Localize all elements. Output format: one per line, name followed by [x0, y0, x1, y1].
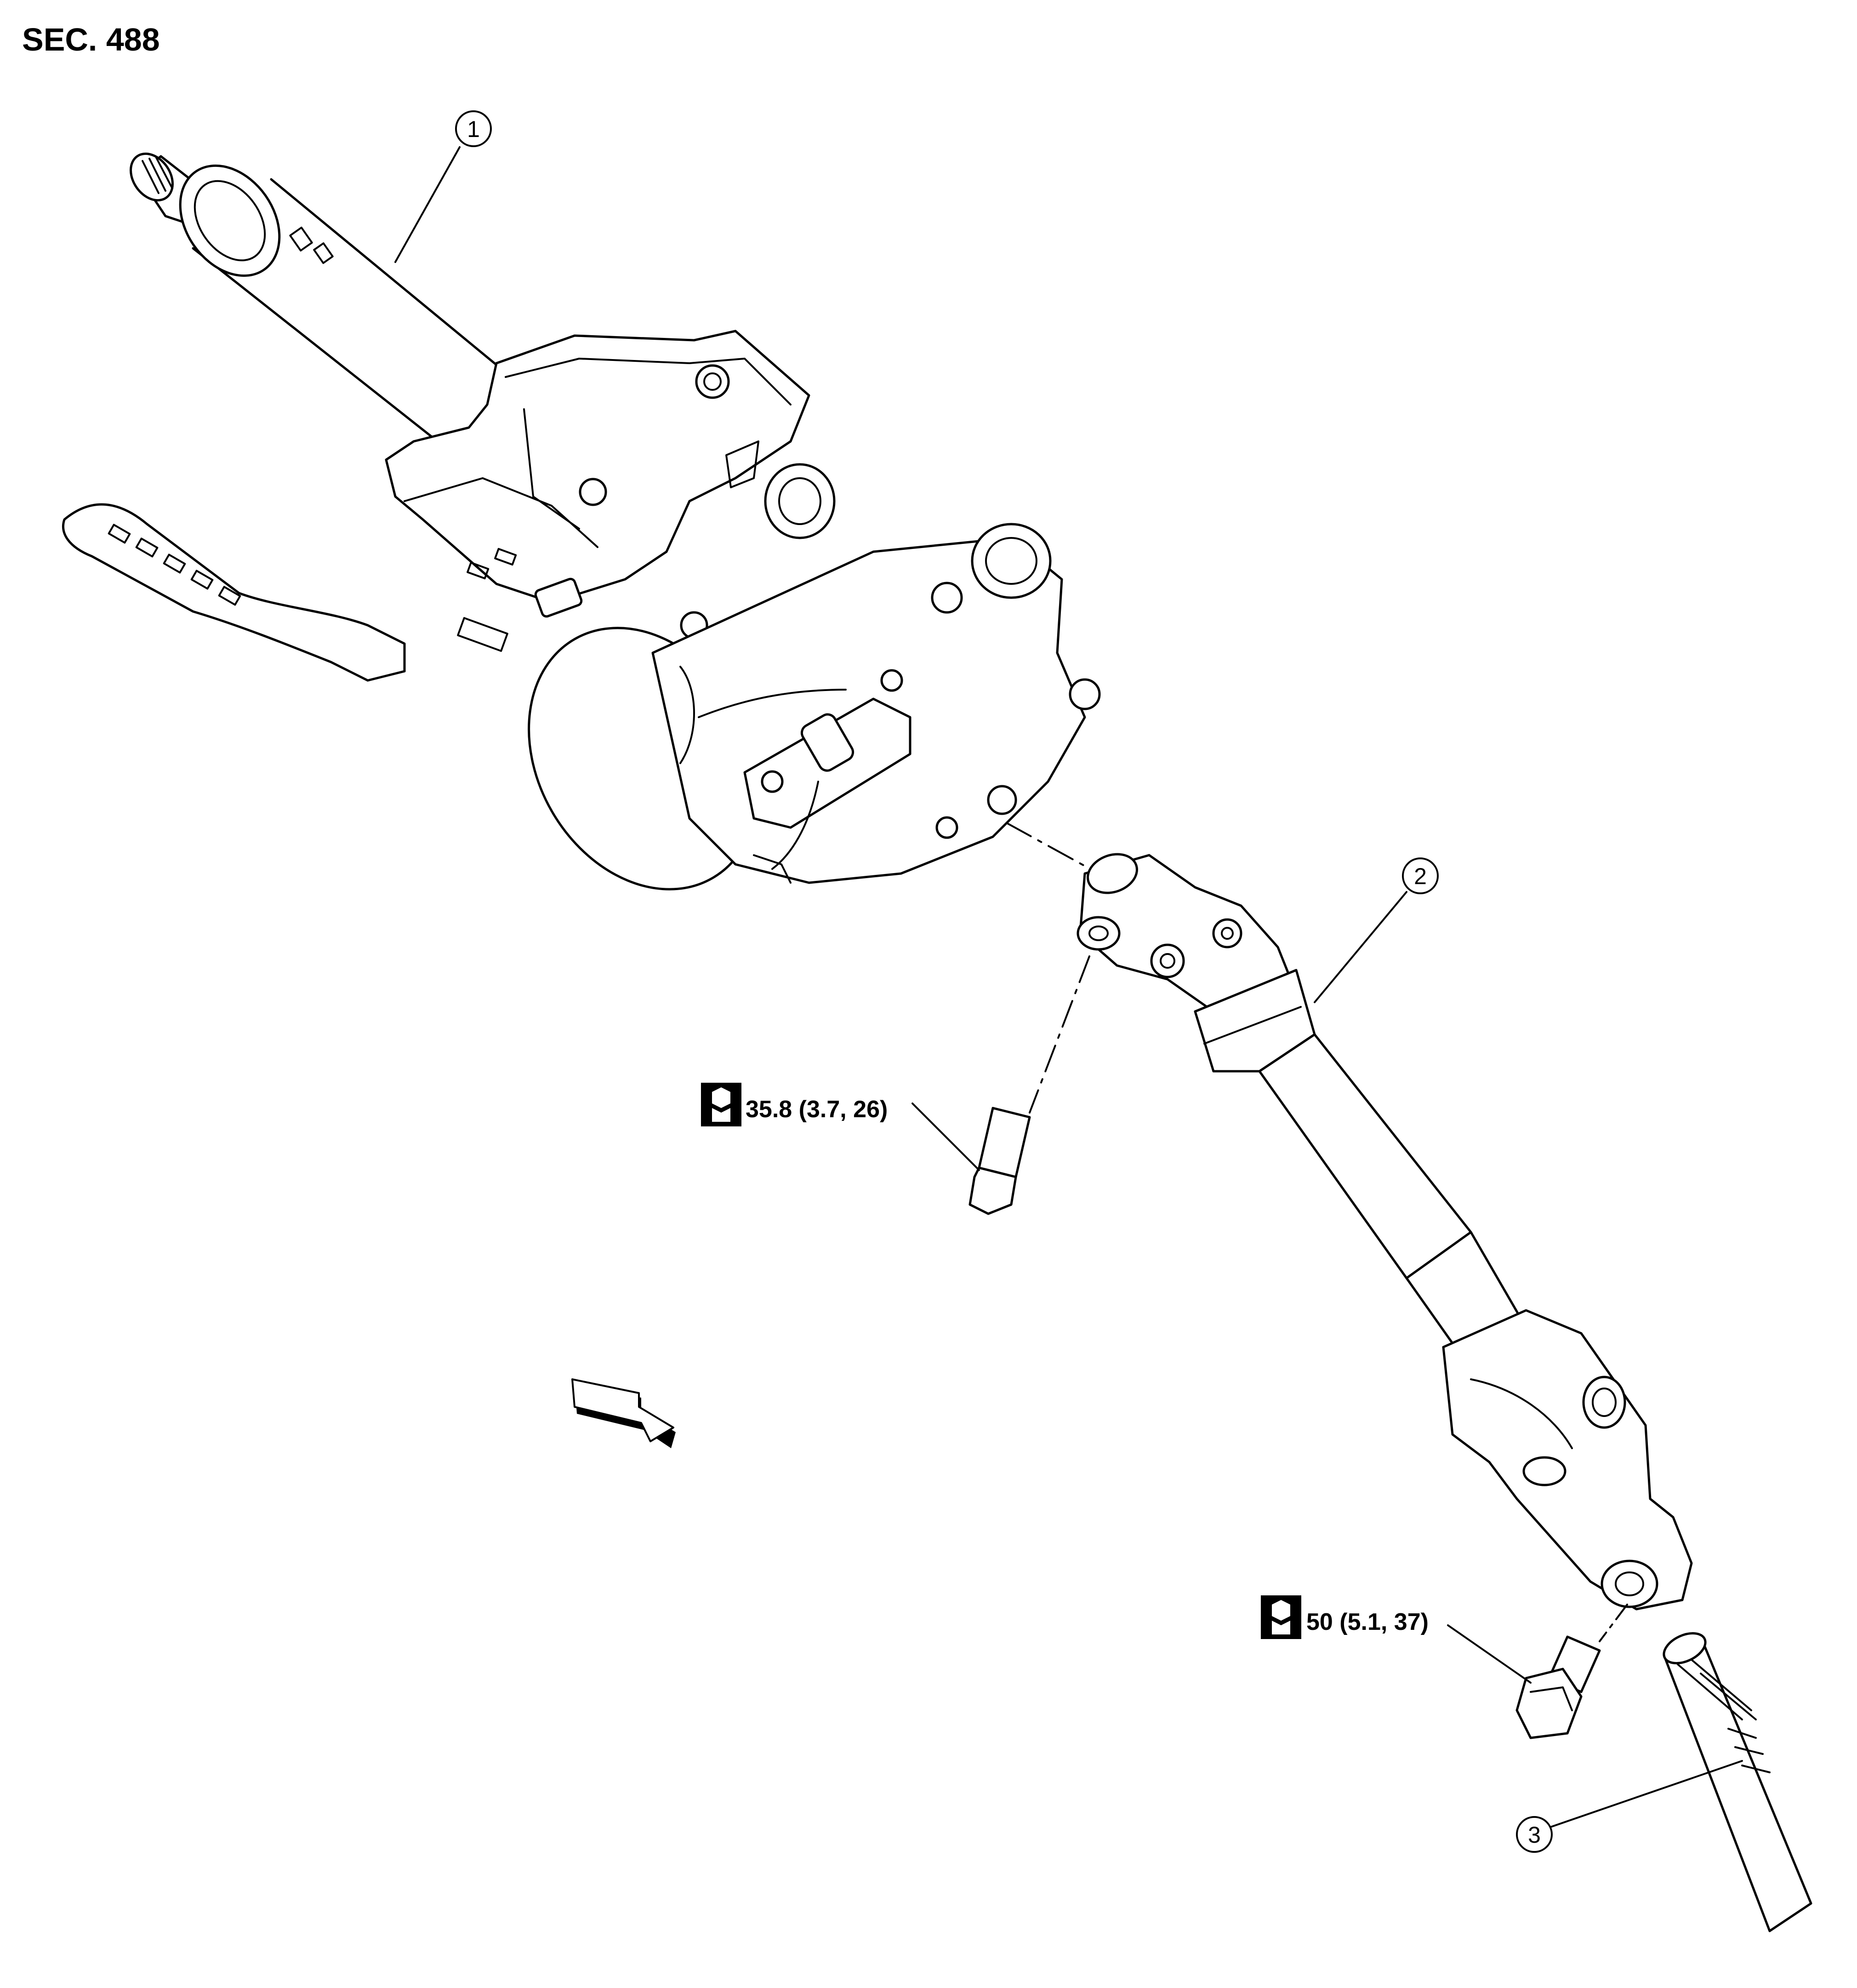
upper-joint-bolt [968, 1107, 1031, 1215]
alignment-line-upper [1006, 822, 1099, 874]
callout-2-circle [1402, 857, 1439, 894]
torque-leader-upper [911, 1103, 980, 1171]
pinion-shaft: 3 [1516, 1632, 1812, 1932]
torque-value-lower: 50 (5.1, 37) [1306, 1609, 1429, 1635]
torque-wrench-icon [701, 1083, 741, 1126]
callout-3-number: 3 [1528, 1822, 1541, 1848]
callout-3-circle [1516, 1816, 1553, 1853]
eps-motor-housing [528, 463, 1101, 891]
section-label: SEC. 488 [22, 22, 160, 57]
callout-2-number: 2 [1414, 863, 1427, 889]
callout-1-circle [455, 110, 492, 147]
callout-2-leader [1314, 891, 1407, 1003]
torque-spec-lower: 50 (5.1, 37) [1261, 1595, 1532, 1684]
front-arrow-icon [571, 1378, 676, 1448]
intermediate-shaft: 2 [1077, 853, 1693, 1611]
upper-universal-joint [1077, 853, 1298, 1027]
callout-1-number: 1 [467, 116, 480, 142]
alignment-line-bolt-2 [1599, 1604, 1628, 1642]
torque-wrench-icon [1261, 1595, 1301, 1639]
alignment-line-bolt-1 [1029, 955, 1090, 1114]
lower-universal-joint [1442, 1309, 1693, 1611]
steering-column-assembly: 1 [62, 110, 1101, 891]
torque-value-upper: 35.8 (3.7, 26) [746, 1096, 888, 1123]
torque-leader-lower [1447, 1624, 1532, 1684]
callout-3-leader [1548, 1760, 1743, 1828]
tilt-lever [62, 503, 406, 682]
callout-1-leader [394, 146, 461, 263]
mounting-bracket [385, 330, 810, 652]
lower-joint-bolt [1515, 1635, 1601, 1739]
torque-spec-upper: 35.8 (3.7, 26) [701, 1083, 980, 1171]
